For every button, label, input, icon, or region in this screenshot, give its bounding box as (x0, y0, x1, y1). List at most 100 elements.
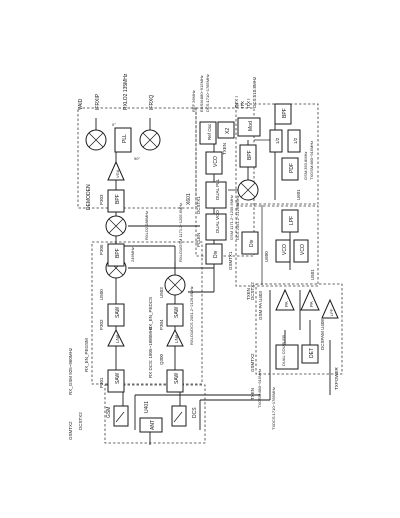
vco-b-label: VCO (282, 244, 288, 255)
vco-b (275, 239, 291, 263)
q300-label: Q300 (159, 353, 164, 365)
pa-dcs (300, 288, 320, 311)
x2-doubler (217, 121, 235, 139)
u503-label: U503 (159, 287, 164, 298)
ref-freq-label: REF 26MHz (191, 90, 196, 112)
bpf-tx (274, 103, 292, 125)
txen-pa-label: TXEN (250, 388, 255, 400)
pa-gsm-label: PA (284, 301, 289, 307)
txen-label: TXEN (222, 143, 227, 155)
gsm-lo-label: GSM 1171.2~1205.6MHz (229, 195, 234, 240)
txgsm-label: TXGSM:880~915MHz (257, 369, 262, 408)
dcstx1-label: GSMTX1 (228, 251, 233, 270)
saw-dcs-1-label: SAW (174, 373, 180, 384)
p305-label: P305 (99, 244, 104, 255)
gsm-mod-freq: TXGSM:880~915MHz (309, 141, 314, 180)
saw-dcs-2 (166, 303, 184, 327)
vga-amp (107, 160, 125, 181)
x601-label: U501 (310, 269, 315, 280)
saw-gsm-2 (107, 303, 125, 327)
lpf-block (281, 209, 299, 233)
pa-dcs-label: PA (309, 301, 314, 307)
div-a (205, 243, 223, 265)
dcs-pa-label: DCSPAM U408 (320, 319, 325, 350)
div-b-label: Div (249, 239, 255, 247)
pdf-block (281, 157, 299, 181)
half-2-label: 1/2 (293, 137, 298, 144)
sw-dcs-label: DCS (192, 407, 198, 418)
dual-coupler (275, 344, 299, 370)
region-outlines (77, 103, 343, 444)
vaid-label: VAID (78, 98, 84, 110)
rx-dcs-freq: RX DCS: 1805~1880MHz (148, 326, 153, 378)
pa-gsm (275, 288, 295, 311)
sw-gsm-label: GSM (106, 407, 112, 418)
gsm-pa-label: GSM PA U403 (258, 291, 263, 320)
saw-dcs-2-label: SAW (174, 307, 180, 318)
div-a-label: Div (213, 250, 219, 258)
region-tx-vco (235, 205, 319, 287)
if-freq-label: 246MHz (130, 247, 135, 262)
modulator: Mod BPF 1/2 1/2 BPF PDF QTX I ITX ITX I … (234, 76, 314, 201)
dcstx2-label: DCSTX2 (250, 282, 255, 300)
rxlo1-gsm-label: RXLO1/GSM 1171.2~1205.6MHz (178, 203, 183, 262)
p302-label: P302 (99, 319, 104, 330)
lpf-b-label: LPF (329, 308, 334, 316)
ifrxip-label: IFRXIP (95, 93, 101, 110)
antenna-switch-area: ANT GSM DCS U401 (106, 401, 198, 433)
region-rx-front (91, 241, 203, 385)
bpf-if-1 (107, 243, 125, 267)
txpower-label: TXPOWER (334, 366, 339, 390)
demoden-label: DEMODEN (86, 184, 92, 210)
mod-label: Mod (248, 121, 254, 131)
saw-dcs-1 (166, 369, 184, 393)
lna-dcs-label: LNA (174, 334, 179, 343)
gsmtx1-label: TXEN (246, 288, 251, 300)
u500-label: U500 (99, 289, 104, 300)
bandsel-label: PLLEN (196, 233, 201, 247)
rx-gsm-label: RX_GSM 925~960MHz (68, 347, 73, 395)
left-labels: GSMTX2 DCSTX2 RX_GSM 925~960MHz RX_EN_PE… (68, 297, 153, 440)
lna-gsm-label: LNA (115, 334, 120, 343)
pll-demod (114, 127, 132, 153)
u501-label: X601 (186, 193, 192, 205)
vco-a-label: VCO (213, 156, 219, 167)
txdcs-label: TXDCS:1710~1785MHz (271, 387, 276, 430)
dcstx2-left: DCSTX2 (78, 412, 83, 430)
ref-osc-label: Ref Osc (207, 123, 212, 140)
bpf-mod (239, 144, 257, 168)
p304-label: P304 (159, 319, 164, 330)
p301-label: P301 (99, 377, 104, 388)
dual-pll-label: DUAL PLL (215, 178, 220, 200)
qtx-label: QTX I (234, 96, 239, 108)
bpf-if-2 (107, 189, 125, 213)
pdf-label: PDF (289, 163, 295, 173)
itxi-label: DCS:510.8MHz (252, 76, 257, 108)
itx-label: ITX I (246, 98, 251, 108)
tx-vco: Div LPF VCO VCO U600 U501 (241, 209, 315, 280)
bpf-if-2-label: BPF (115, 194, 121, 204)
bpf-if-1-label: BPF (115, 248, 121, 258)
lpf-label: LPF (289, 216, 295, 225)
ifrxq-label: IFRXQ (149, 95, 155, 110)
if-demod-chain: BPF BPF VGA PLL 0° 90° VAID IFRXIP RXLO2… (78, 73, 192, 267)
pll-label: PLL (122, 134, 128, 143)
u401-label: U401 (144, 401, 150, 413)
det-label: DET (309, 348, 315, 358)
detector (301, 344, 319, 364)
synthesizer: Ref Osc X2 VCO DUAL PLL DUAL VCO Div REF… (178, 74, 251, 345)
rxlo1-dcs-label: RXLO1/DCS 2051.2~2126.8MHz (189, 286, 194, 345)
ant-box (139, 417, 163, 433)
rx-front-end: SAW LNA SAW SAW LNA SAW U500 U503 P302 P… (99, 257, 186, 393)
half-1-label: 1/2 (275, 137, 280, 144)
ant-label: ANT (150, 420, 156, 430)
saw-gsm-2-label: SAW (115, 307, 121, 318)
half-2 (287, 129, 301, 153)
rxlo2-label: RXLO2 135MHz (123, 73, 129, 110)
div-b (241, 231, 259, 255)
lpf-triangle (321, 298, 339, 319)
egsm-tx-label: EGSM:880~915MHz (199, 75, 204, 112)
deg0-label: 0° (112, 122, 116, 127)
vga-label: VGA (115, 169, 120, 178)
